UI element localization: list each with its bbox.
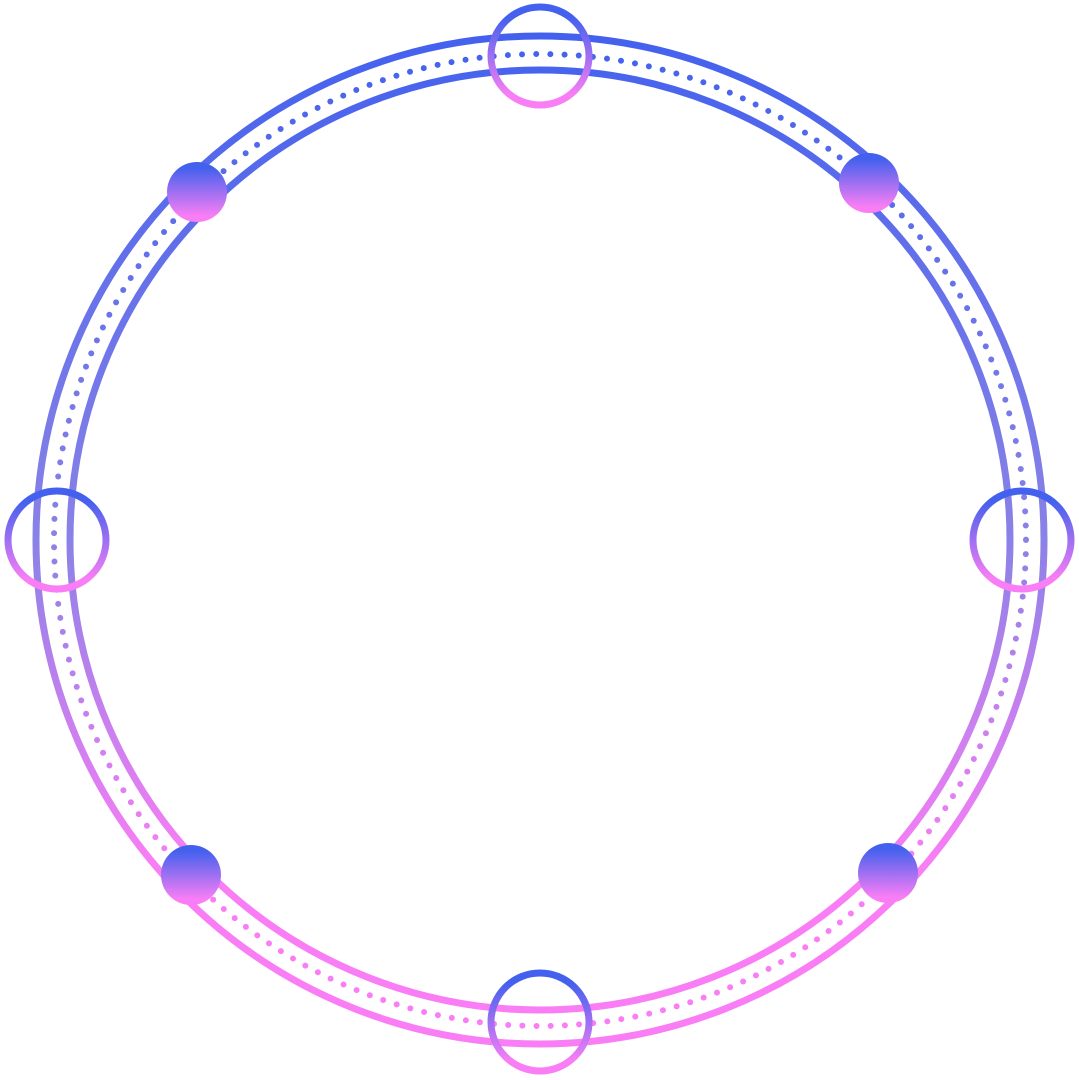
filled-dot-bottom-left <box>161 845 221 905</box>
filled-dot-top-left <box>167 162 227 222</box>
open-circle-right <box>969 487 1075 593</box>
filled-dot-bottom-right <box>858 843 918 903</box>
dotted-ring <box>51 51 1029 1029</box>
outer-ring <box>32 32 1048 1048</box>
filled-dot-top-right <box>839 153 899 213</box>
inner-ring <box>66 66 1014 1014</box>
open-circle-bottom <box>487 969 593 1075</box>
open-circle-left <box>4 487 110 593</box>
open-circle-top <box>487 3 593 109</box>
